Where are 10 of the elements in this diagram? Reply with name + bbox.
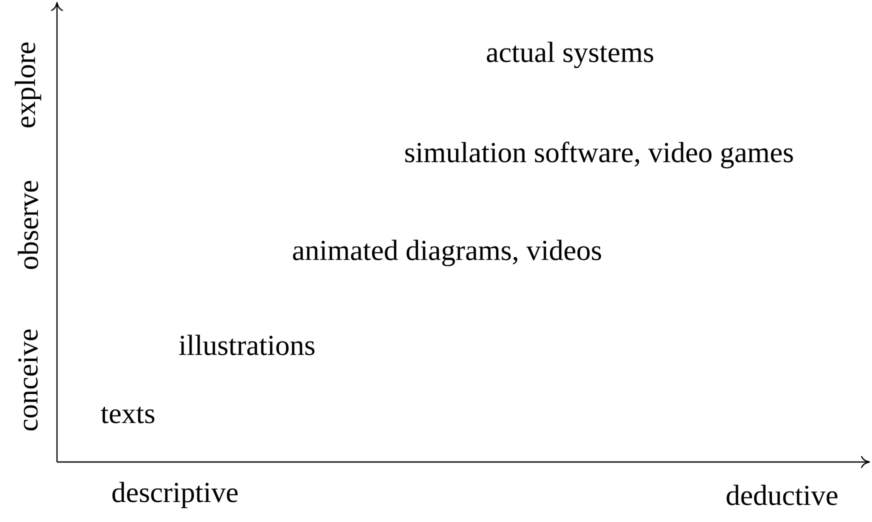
- axis-label: observe: [18, 180, 38, 269]
- medium-label: simulation software, video games: [405, 142, 793, 168]
- medium-label: actual systems: [486, 42, 654, 68]
- axis-label: deductive: [726, 484, 838, 506]
- medium-label: illustrations: [179, 334, 314, 356]
- axis-label: explore: [14, 42, 42, 128]
- axis-label: conceive: [18, 329, 38, 430]
- medium-label: animated diagrams, videos: [293, 240, 602, 266]
- axis-label: descriptive: [112, 482, 238, 508]
- medium-label: texts: [100, 406, 154, 424]
